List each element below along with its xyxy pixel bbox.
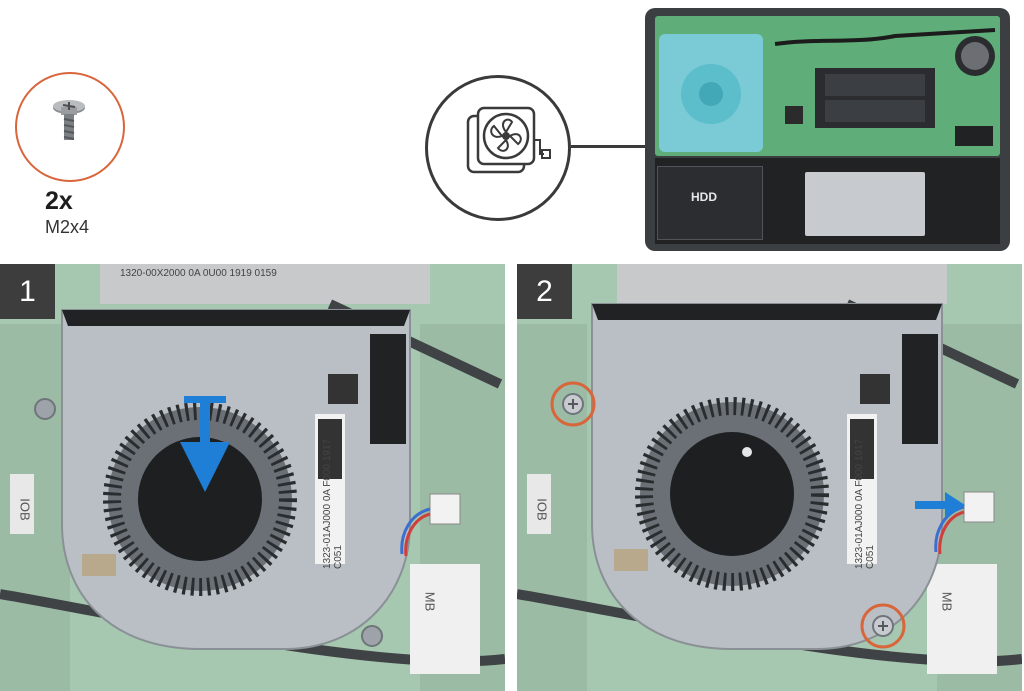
fan-barcode-label: 1323-01AJ000 0A F000 1917 C051 [322, 438, 344, 569]
screw-size: M2x4 [45, 217, 90, 237]
screw-callout-circle [15, 72, 125, 182]
screw-icon [53, 100, 85, 140]
laptop-overview: HDD [645, 8, 1010, 251]
callout-leader-line [571, 145, 711, 148]
hard-drive [657, 166, 763, 240]
step-number-badge: 2 [517, 264, 572, 319]
hdd-label: HDD [691, 190, 717, 204]
mb-label: MB [422, 591, 438, 612]
fan-callout-circle [425, 75, 571, 221]
fan-barcode-label-2: 1323-01AJ000 0A F000 1917 C051 [854, 438, 876, 569]
step-2-panel: 1323-01AJ000 0A F000 1917 C051 IOB MB 2 [517, 264, 1022, 691]
step-1-panel: 1320-00X2000 0A 0U00 1919 0159 1323-01AJ… [0, 264, 505, 691]
io-board-label-2: IOB [534, 498, 550, 521]
board-label-top: 1320-00X2000 0A 0U00 1919 0159 [120, 268, 277, 279]
fan-icon [466, 106, 551, 174]
screw-quantity: 2x [45, 187, 73, 215]
touchpad [805, 172, 925, 236]
fan-highlight [659, 34, 763, 152]
system-board-detail [774, 28, 996, 146]
arrow-down-icon [180, 396, 230, 492]
arrow-right-icon [915, 492, 965, 518]
io-board-label: IOB [17, 498, 33, 521]
step-number-badge: 1 [0, 264, 55, 319]
mb-label-2: MB [939, 591, 955, 612]
step-2-illustration [517, 264, 1022, 691]
step-1-illustration [0, 264, 505, 691]
